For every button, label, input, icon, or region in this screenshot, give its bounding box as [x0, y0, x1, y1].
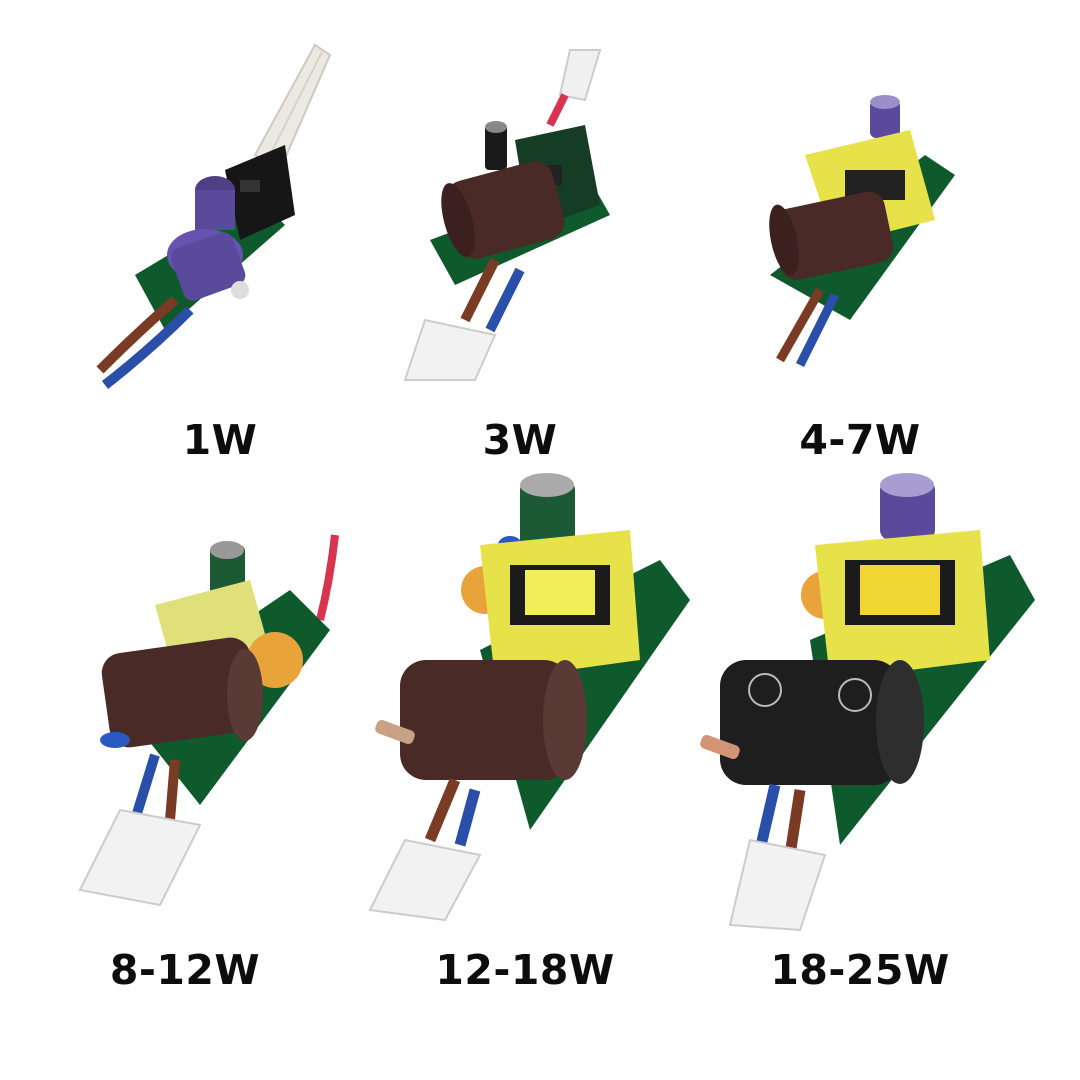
- led-driver-12-18w-photo: [368, 473, 690, 922]
- led-driver-8-12w-photo: [78, 534, 339, 907]
- module-label-1w: 1W: [182, 416, 258, 464]
- module-label-4-7w: 4-7W: [799, 416, 921, 464]
- module-label-3w: 3W: [482, 416, 558, 464]
- module-label-18-25w: 18-25W: [770, 946, 950, 994]
- module-label-8-12w: 8-12W: [109, 946, 261, 994]
- module-label-12-18w: 12-18W: [435, 946, 615, 994]
- led-driver-1w-photo: [96, 43, 332, 389]
- led-driver-18-25w-photo: [700, 473, 1035, 932]
- led-driver-4-7w-photo: [769, 95, 955, 368]
- led-driver-3w-photo: [403, 49, 610, 381]
